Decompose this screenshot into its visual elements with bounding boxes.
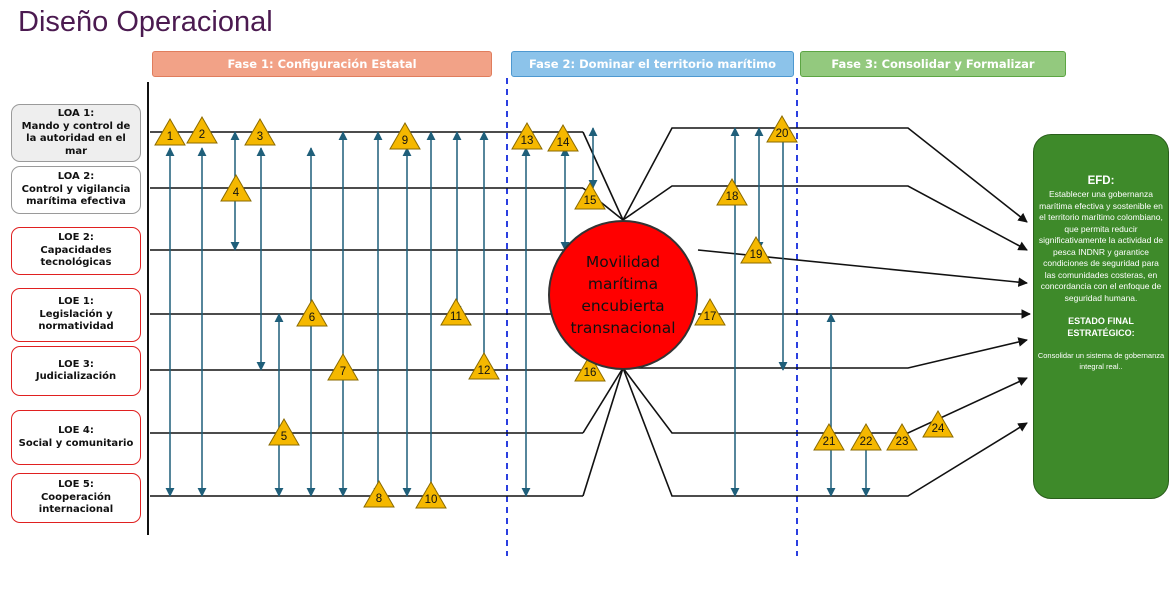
line-join-7 (582, 367, 624, 497)
decisive-point-label-2: 2 (199, 129, 205, 141)
decisive-point-label-3: 3 (257, 131, 263, 143)
strategic-end-state-text: Consolidar un sistema de gobernanza inte… (1037, 351, 1165, 371)
decisive-point-label-15: 15 (584, 195, 597, 207)
efd-text: Establecer una gobernanza marítima efect… (1038, 189, 1164, 303)
decisive-point-label-21: 21 (823, 436, 836, 448)
decisive-point-6 (296, 298, 328, 327)
decisive-point-22 (850, 422, 882, 451)
decisive-point-14 (547, 123, 579, 152)
line-label-1: LOA 1:Mando y control de la autoridad en… (11, 104, 141, 162)
right-line-7 (622, 367, 1028, 497)
decisive-point-10 (415, 480, 447, 509)
efd-title: EFD: (1087, 175, 1115, 187)
decisive-point-3 (244, 117, 276, 146)
decisive-point-label-19: 19 (750, 249, 763, 261)
decisive-point-1 (154, 117, 186, 146)
right-line-6 (622, 367, 1028, 434)
line-label-5: LOE 3:Judicialización (11, 346, 141, 396)
decisive-point-7 (327, 352, 359, 381)
decisive-point-label-16: 16 (584, 367, 597, 379)
decisive-point-18 (716, 177, 748, 206)
decisive-point-9 (389, 121, 421, 150)
line-label-3: LOE 2:Capacidades tecnológicas (11, 227, 141, 275)
decisive-point-label-22: 22 (860, 436, 873, 448)
decisive-point-2 (186, 115, 218, 144)
phase-2-header: Fase 2: Dominar el territorio marítimo (511, 51, 794, 77)
decisive-point-15 (574, 181, 606, 210)
page-title: Diseño Operacional (18, 6, 273, 38)
decisive-point-label-18: 18 (726, 191, 739, 203)
decisive-point-13 (511, 121, 543, 150)
decisive-point-4 (220, 173, 252, 202)
right-line-5 (623, 337, 1028, 369)
decisive-point-label-23: 23 (896, 436, 909, 448)
decisive-point-label-8: 8 (376, 493, 382, 505)
decisive-point-21 (813, 422, 845, 451)
decisive-point-label-20: 20 (776, 128, 789, 140)
end-state-box: EFD: Establecer una gobernanza marítima … (1033, 134, 1169, 499)
decisive-point-label-11: 11 (450, 311, 462, 323)
phase-3-header: Fase 3: Consolidar y Formalizar (800, 51, 1066, 77)
decisive-point-label-7: 7 (340, 366, 346, 378)
decisive-point-label-4: 4 (233, 187, 240, 199)
phase-1-header: Fase 1: Configuración Estatal (152, 51, 492, 77)
decisive-point-label-6: 6 (309, 312, 315, 324)
decisive-point-label-9: 9 (402, 135, 408, 147)
decisive-point-23 (886, 422, 918, 451)
strategic-end-state-title: ESTADO FINAL ESTRATÉGICO: (1067, 316, 1135, 338)
line-label-7: LOE 5:Cooperación internacional (11, 473, 141, 523)
decisive-point-17 (694, 297, 726, 326)
decisive-point-label-17: 17 (704, 311, 717, 323)
decisive-point-label-13: 13 (521, 135, 534, 147)
decisive-point-5 (268, 417, 300, 446)
line-label-2: LOA 2:Control y vigilancia marítima efec… (11, 166, 141, 214)
decisive-point-label-5: 5 (281, 431, 287, 443)
decisive-point-20 (766, 114, 798, 143)
right-line-1 (622, 127, 1028, 223)
decisive-point-label-1: 1 (167, 131, 173, 143)
line-join-6 (582, 367, 624, 434)
line-label-6: LOE 4:Social y comunitario (11, 410, 141, 465)
decisive-point-12 (468, 351, 500, 380)
decisive-point-label-14: 14 (557, 137, 570, 149)
decisive-point-label-12: 12 (478, 365, 491, 377)
decisive-point-8 (363, 479, 395, 508)
decisive-point-16 (574, 353, 606, 382)
decisive-point-label-10: 10 (425, 494, 438, 506)
decisive-point-11 (440, 297, 472, 326)
right-line-2 (622, 185, 1028, 251)
line-label-4: LOE 1:Legislación y normatividad (11, 288, 141, 342)
decisive-point-24 (922, 409, 954, 438)
decisive-point-19 (740, 235, 772, 264)
decisive-point-label-24: 24 (932, 423, 945, 435)
